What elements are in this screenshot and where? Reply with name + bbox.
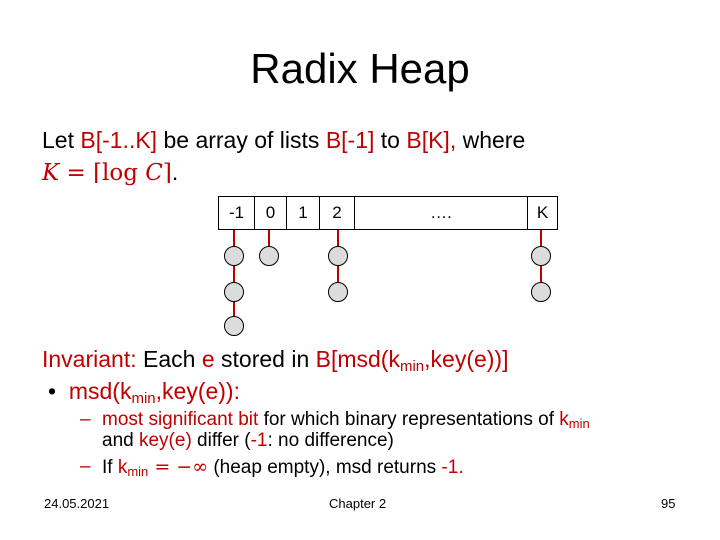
definition-line-2: K = ⌈log C⌉. [42,158,178,187]
footer-chapter: Chapter 2 [329,496,387,511]
text-let: Let [42,127,81,153]
list-link [268,230,270,246]
list-link [337,230,339,246]
list-link [233,230,235,246]
list-node [328,246,348,266]
most-significant-bit-term: most significant bit [102,409,259,430]
list-node [224,282,244,302]
bucket-cell: K [536,203,549,222]
slide-title: Radix Heap [250,45,470,92]
footer-date: 24.05.2021 [44,496,110,511]
bucket-cell: -1 [219,197,255,229]
list-node [224,246,244,266]
bullet-mark: • [48,378,57,404]
list-link [233,266,235,282]
msd-definition-line-1: most significant bit for which binary re… [102,409,590,431]
bucket-array: -1 0 1 2 …. K [218,196,558,230]
bucket-cell: 0 [255,197,287,229]
list-link [540,230,542,246]
bucket-cell: …. [355,197,528,229]
page-number: 95 [661,496,676,511]
text-to: to [374,127,407,153]
key-e-term: key(e) [138,430,192,451]
period: . [171,159,179,185]
empty-heap-line: If kmin = −∞ (heap empty), msd returns -… [102,456,464,479]
bucket-cell: 1 [287,197,320,229]
text-where: where [456,127,526,153]
k-definition-formula: K = ⌈log C⌉ [42,160,172,186]
list-link [540,266,542,282]
list-node [259,246,279,266]
array-name: B[-1..K] [80,127,158,153]
element-e: e [201,346,215,372]
bucket-expression: B[msd(kmin,key(e))] [315,346,509,375]
msd-bullet: • msd(kmin,key(e)): [48,377,240,407]
first-list-name: B[-1] [325,127,375,153]
last-list-name: B[K], [406,127,457,153]
msd-definition-line-2: and key(e) differ (-1: no difference) [102,430,394,451]
msd-expression: msd(kmin,key(e)): [68,378,240,407]
list-node [224,316,244,336]
sub-bullet-dash: – [80,409,91,430]
invariant-label: Invariant: [42,346,137,372]
list-link [337,266,339,282]
list-node [328,282,348,302]
text-be-array: be array of lists [157,127,326,153]
invariant-line: Invariant: Each e stored in B[msd(kmin,k… [42,346,509,375]
list-link [233,302,235,316]
bucket-cell: 2 [320,197,355,229]
list-node [531,282,551,302]
list-node [531,246,551,266]
sub-bullet-dash: – [80,456,91,477]
definition-line-1: Let B[-1..K] be array of lists B[-1] to … [42,126,525,154]
